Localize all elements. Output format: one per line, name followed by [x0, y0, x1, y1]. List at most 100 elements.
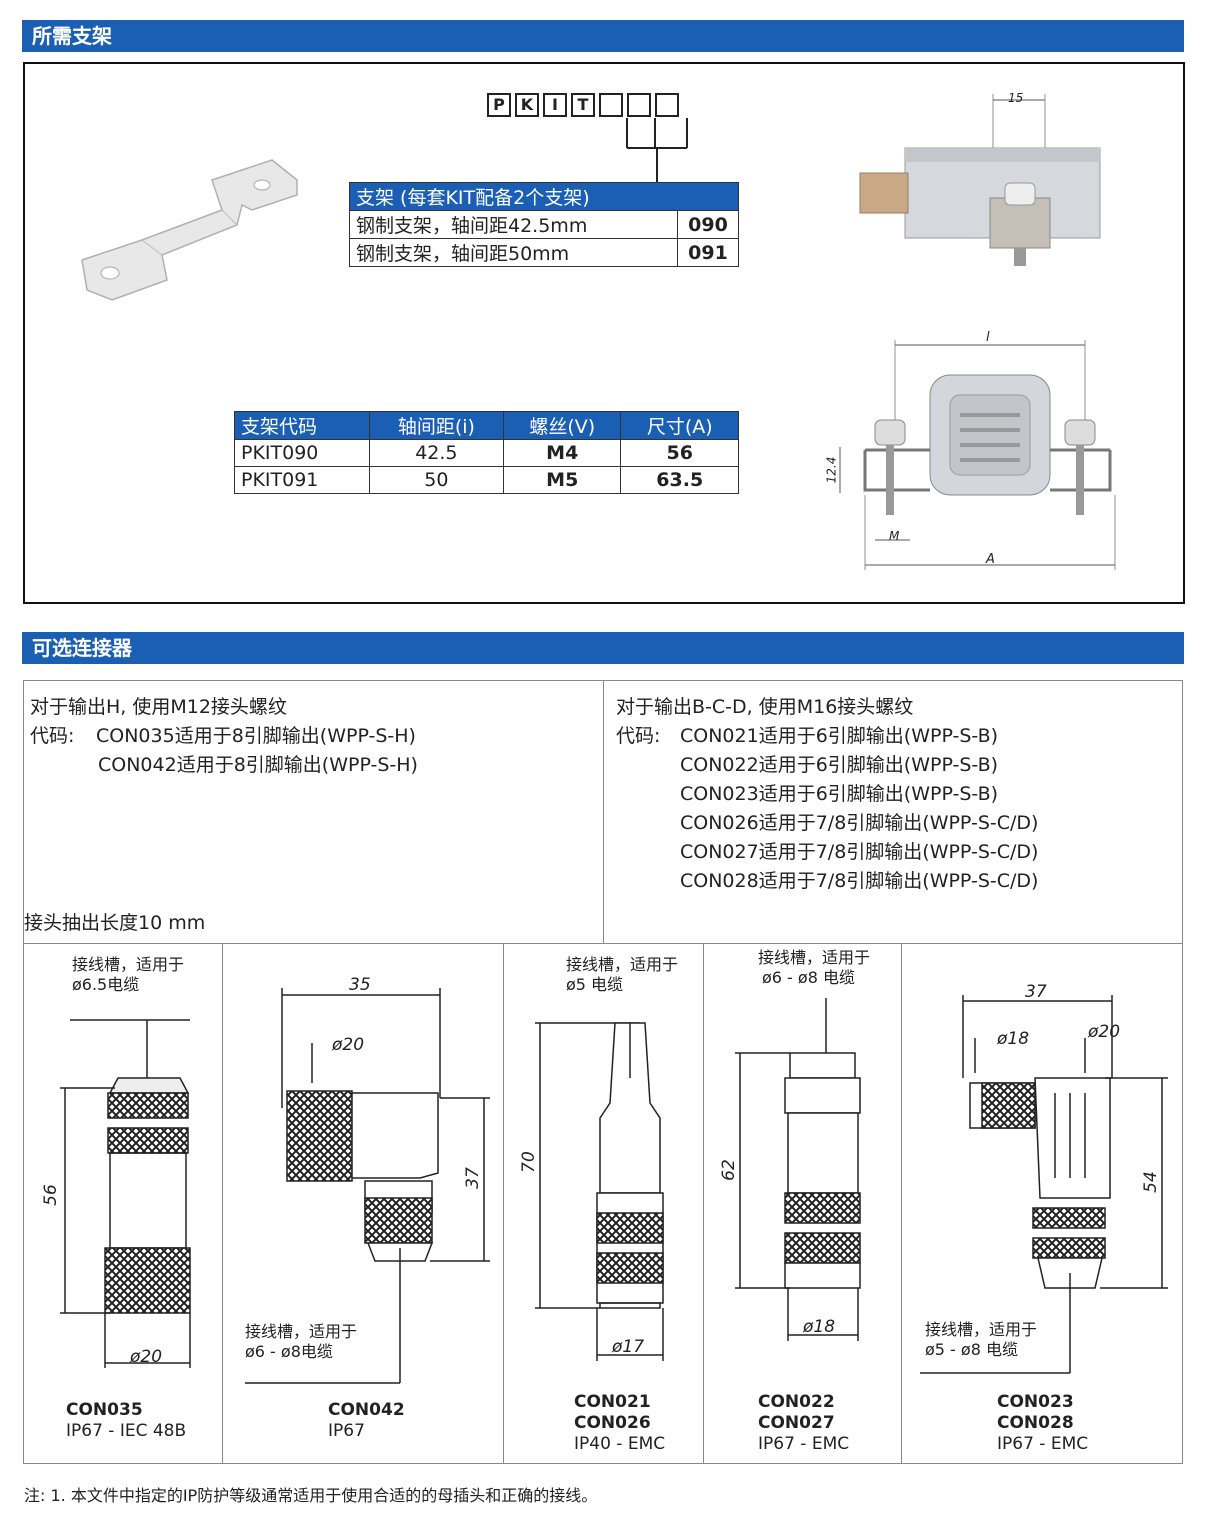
- code-item: CON042适用于8引脚输出(WPP-S-H): [98, 754, 418, 776]
- rail-mount-illustration: [859, 94, 1101, 266]
- connector-code: CON026: [574, 1413, 651, 1433]
- slot-label: 接线槽，适用于: [245, 1322, 358, 1341]
- code-item: CON028适用于7/8引脚输出(WPP-S-C/D): [680, 870, 1039, 892]
- spec-cell: M5: [503, 466, 622, 494]
- protection-rating: IP67 - EMC: [758, 1434, 850, 1454]
- option-table-header: 支架 (每套KIT配备2个支架): [349, 182, 739, 211]
- dim-l: l: [986, 330, 990, 345]
- footnote: 注: 1. 本文件中指定的IP防护等级通常适用于使用合适的的母插头和正确的接线。: [24, 1486, 598, 1505]
- connector-drawings: [60, 988, 1168, 1384]
- spec-header: 轴间距(i): [368, 411, 505, 440]
- code-bracket-lines: [626, 118, 688, 182]
- dim-width: 35: [349, 975, 371, 995]
- code-label: 代码:: [30, 725, 75, 747]
- dim-height: 54: [1140, 1171, 1161, 1193]
- front-view-illustration: [839, 340, 1116, 570]
- dim-diameter: ø18: [997, 1029, 1030, 1049]
- spec-header: 支架代码: [234, 411, 370, 440]
- bracket-option-table: 支架 (每套KIT配备2个支架) 钢制支架，轴间距42.5mm 090 钢制支架…: [349, 182, 739, 267]
- connector-code: CON042: [328, 1400, 405, 1420]
- connector-code: CON022: [758, 1392, 835, 1412]
- protection-rating: IP67: [328, 1421, 365, 1441]
- code-label: 代码:: [616, 725, 661, 747]
- code-letter: K: [515, 93, 539, 117]
- code-blank: [599, 93, 623, 117]
- dim-height: 56: [40, 1184, 61, 1206]
- dim-diameter: ø20: [332, 1035, 365, 1055]
- bracket-illustration: [81, 159, 298, 301]
- connector-caption: CON035 IP67 - IEC 48B: [66, 1400, 186, 1442]
- slot-label: 接线槽，适用于: [925, 1320, 1038, 1339]
- connector-code: CON023: [997, 1392, 1074, 1412]
- spec-cell: 50: [368, 466, 505, 494]
- dim-diameter: ø20: [1088, 1022, 1121, 1042]
- option-desc: 钢制支架，轴间距42.5mm: [349, 210, 678, 239]
- option-desc: 钢制支架，轴间距50mm: [349, 238, 678, 267]
- divider: [23, 943, 1183, 944]
- table-row: PKIT090 42.5 M4 56: [234, 439, 739, 467]
- protection-rating: IP67 - EMC: [997, 1434, 1089, 1454]
- dim-12-4: 12.4: [824, 456, 839, 484]
- dim-diameter: ø17: [612, 1337, 645, 1357]
- connector-caption: CON023 CON028 IP67 - EMC: [997, 1392, 1088, 1455]
- code-item: CON021适用于6引脚输出(WPP-S-B): [680, 725, 999, 747]
- slot-label: 接线槽，适用于: [566, 955, 679, 974]
- slot-label: 接线槽，适用于: [758, 948, 871, 967]
- code-item: CON023适用于6引脚输出(WPP-S-B): [680, 783, 999, 805]
- connector-caption: CON022 CON027 IP67 - EMC: [758, 1392, 849, 1455]
- dim-a: A: [986, 552, 995, 567]
- connector-code: CON028: [997, 1413, 1074, 1433]
- code-item: CON026适用于7/8引脚输出(WPP-S-C/D): [680, 812, 1039, 834]
- code-letter: I: [543, 93, 567, 117]
- dim-height: 37: [462, 1167, 483, 1189]
- divider: [222, 943, 223, 1464]
- divider: [901, 943, 902, 1464]
- section-title-connectors: 可选连接器: [22, 632, 1184, 664]
- code-item: CON035适用于8引脚输出(WPP-S-H): [96, 725, 416, 747]
- spec-cell: PKIT090: [234, 439, 370, 467]
- protection-rating: IP67 - IEC 48B: [66, 1421, 187, 1441]
- connector-code: CON027: [758, 1413, 835, 1433]
- pull-out-length: 接头抽出长度10 mm: [24, 912, 206, 934]
- m16-heading: 对于输出B-C-D, 使用M16接头螺纹: [616, 696, 914, 718]
- spec-cell: M4: [503, 439, 622, 467]
- dim-height: 62: [718, 1159, 739, 1181]
- code-blank: [627, 93, 651, 117]
- slot-label: ø5 - ø8 电缆: [925, 1340, 1018, 1359]
- slot-label: 接线槽，适用于: [72, 955, 185, 974]
- code-item: CON027适用于7/8引脚输出(WPP-S-C/D): [680, 841, 1039, 863]
- dim-height: 70: [518, 1151, 539, 1173]
- table-row: 钢制支架，轴间距42.5mm 090: [349, 210, 739, 239]
- spec-cell: 56: [620, 439, 739, 467]
- table-row: 钢制支架，轴间距50mm 091: [349, 238, 739, 267]
- brackets-panel: [23, 62, 1185, 604]
- spec-header: 螺丝(V): [503, 411, 622, 440]
- section-title-brackets: 所需支架: [22, 20, 1184, 52]
- spec-cell: 63.5: [620, 466, 739, 494]
- option-code: 091: [677, 238, 739, 267]
- spec-header: 尺寸(A): [620, 411, 739, 440]
- divider: [603, 680, 604, 943]
- dim-width: 37: [1025, 982, 1047, 1002]
- connector-caption: CON042 IP67: [328, 1400, 405, 1442]
- code-item: CON022适用于6引脚输出(WPP-S-B): [680, 754, 999, 776]
- slot-label: ø5 电缆: [566, 975, 624, 994]
- connector-caption: CON021 CON026 IP40 - EMC: [574, 1392, 665, 1455]
- m12-heading: 对于输出H, 使用M12接头螺纹: [30, 696, 287, 718]
- slot-label: ø6 - ø8 电缆: [762, 968, 855, 987]
- spec-cell: PKIT091: [234, 466, 370, 494]
- slot-label: ø6 - ø8电缆: [245, 1342, 333, 1361]
- option-code: 090: [677, 210, 739, 239]
- slot-label: ø6.5电缆: [72, 975, 140, 994]
- connector-code: CON035: [66, 1400, 143, 1420]
- spec-cell: 42.5: [368, 439, 505, 467]
- divider: [703, 943, 704, 1464]
- bracket-spec-table: 支架代码 轴间距(i) 螺丝(V) 尺寸(A) PKIT090 42.5 M4 …: [234, 411, 739, 494]
- code-letter: T: [571, 93, 595, 117]
- dim-diameter: ø20: [130, 1347, 163, 1367]
- dim-diameter: ø18: [803, 1317, 836, 1337]
- dim-15: 15: [1008, 91, 1024, 105]
- connector-code: CON021: [574, 1392, 651, 1412]
- divider: [503, 943, 504, 1464]
- table-row: PKIT091 50 M5 63.5: [234, 466, 739, 494]
